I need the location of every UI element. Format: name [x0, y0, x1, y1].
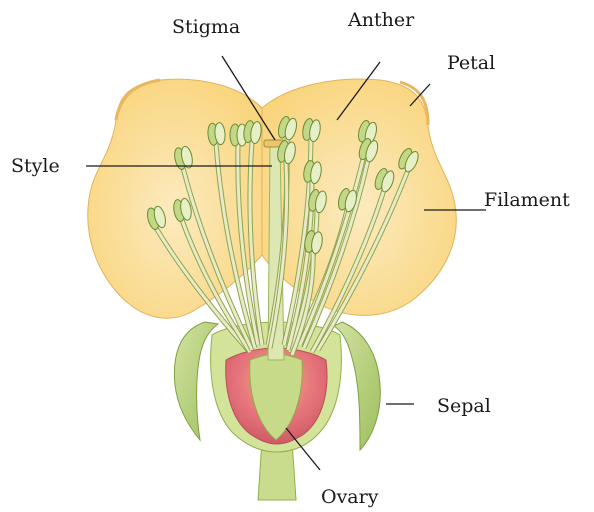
label-anther: Anther — [347, 9, 415, 31]
anther — [207, 122, 226, 145]
label-style: Style — [11, 155, 60, 177]
label-filament: Filament — [484, 189, 570, 211]
label-ovary: Ovary — [321, 486, 379, 508]
label-stigma: Stigma — [172, 16, 240, 38]
label-sepal: Sepal — [437, 395, 491, 417]
label-petal: Petal — [447, 52, 495, 74]
